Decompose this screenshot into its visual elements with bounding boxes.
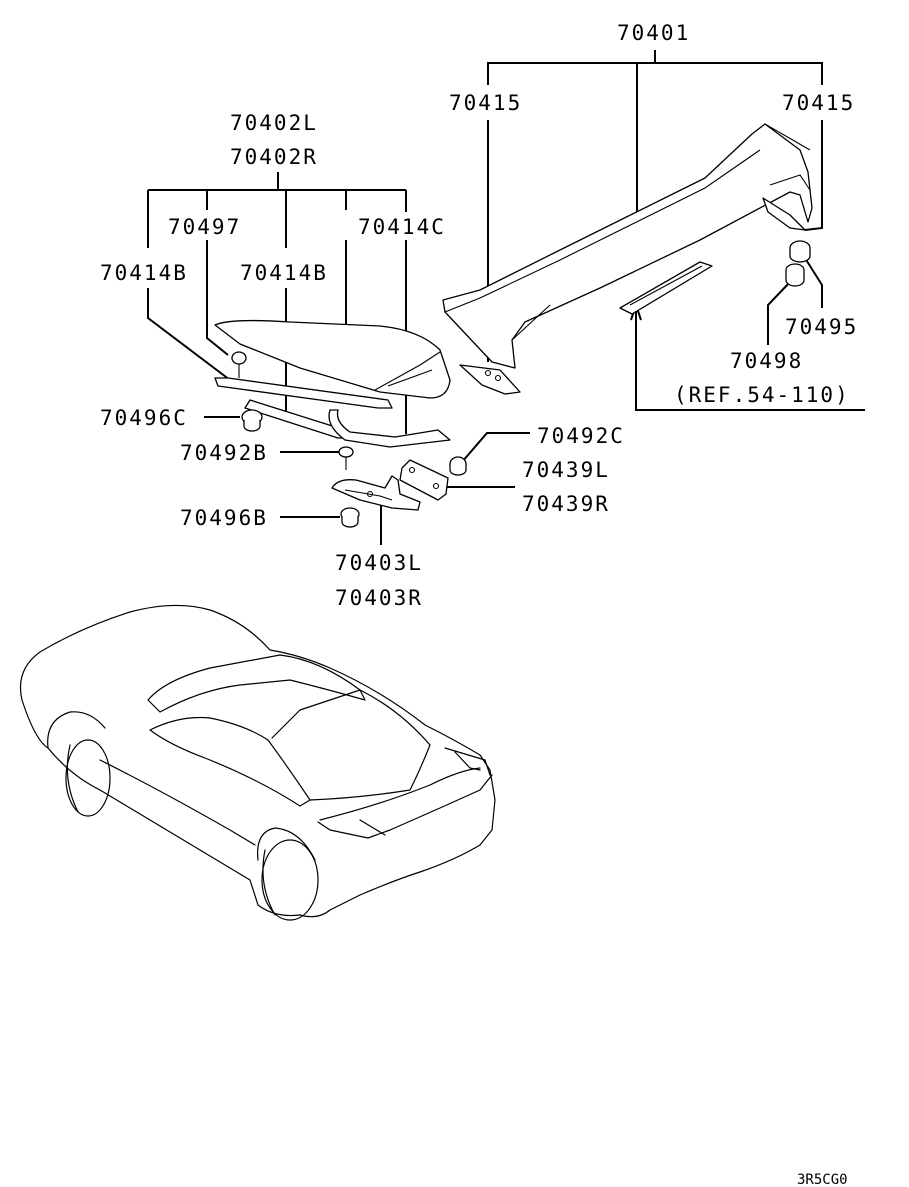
label-70492C: 70492C <box>537 424 625 448</box>
label-70439R: 70439R <box>522 492 610 516</box>
label-70496C: 70496C <box>100 406 188 430</box>
label-70439L: 70439L <box>522 458 610 482</box>
label-70492B: 70492B <box>180 441 268 465</box>
label-70414C: 70414C <box>358 215 446 239</box>
label-70403L: 70403L <box>335 551 423 575</box>
label-70414B-mid: 70414B <box>240 261 328 285</box>
label-70414B-left: 70414B <box>100 261 188 285</box>
label-70402R: 70402R <box>230 145 318 169</box>
car-outline <box>19 604 496 921</box>
rear-spoiler <box>442 123 813 395</box>
label-ref: (REF.54-110) <box>674 383 850 407</box>
label-70496B: 70496B <box>180 506 268 530</box>
lower-spoiler <box>214 319 451 448</box>
brackets <box>331 446 467 528</box>
label-70403R: 70403R <box>335 586 423 610</box>
label-70401: 70401 <box>617 21 690 45</box>
label-70495: 70495 <box>785 315 858 339</box>
part-labels: 70401 70415 70415 70402L 70402R 70497 70… <box>100 21 858 1187</box>
label-70415-left: 70415 <box>449 91 522 115</box>
diagram-code: 3R5CG0 <box>797 1172 848 1187</box>
label-70415-right: 70415 <box>782 91 855 115</box>
label-70402L: 70402L <box>230 111 318 135</box>
label-70498: 70498 <box>730 349 803 373</box>
label-70497: 70497 <box>168 215 241 239</box>
